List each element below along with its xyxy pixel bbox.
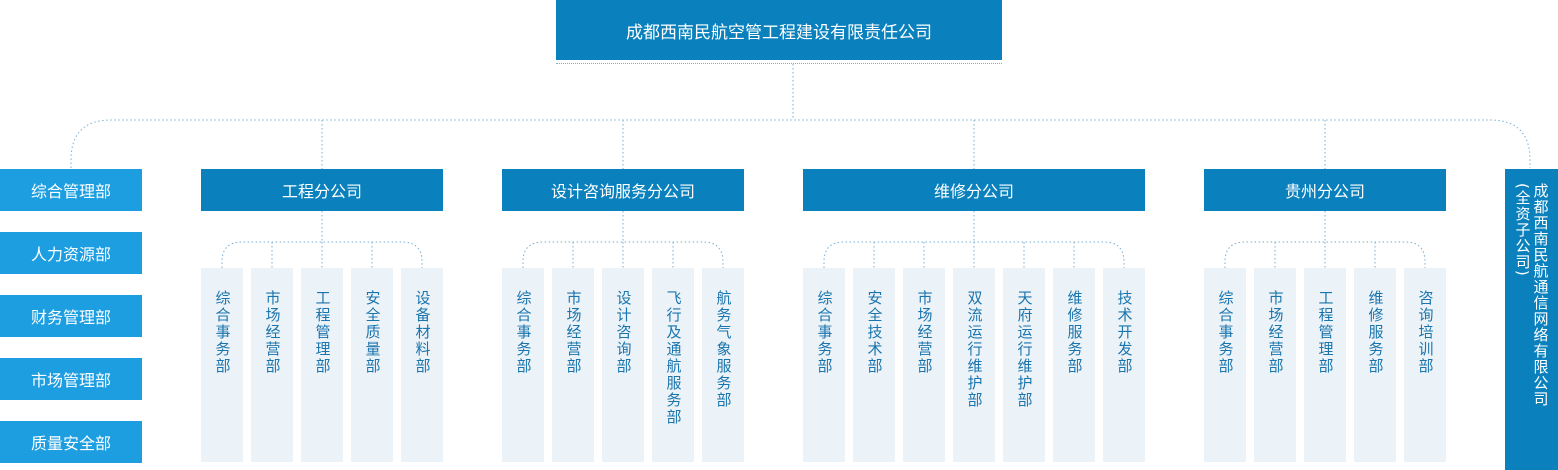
dept-box: 综合事务部 (1204, 268, 1246, 462)
dept-box: 维修服务部 (1354, 268, 1396, 462)
side-dept-label: 综合管理部 (30, 182, 111, 201)
dept-box: 设备材料部 (401, 268, 443, 462)
dept-label: 维修服务部 (1065, 290, 1084, 375)
sub-connector-4 (1224, 211, 1426, 268)
dept-label: 市场经营部 (263, 290, 282, 375)
side-dept-quality: 质量安全部 (0, 421, 142, 463)
dept-label: 综合事务部 (213, 290, 232, 375)
dept-label: 综合事务部 (514, 290, 533, 375)
branch-engineering: 工程分公司 (201, 169, 443, 211)
dept-box: 设计咨询部 (602, 268, 644, 462)
dept-label: 设备材料部 (413, 290, 432, 375)
side-dept-market: 市场管理部 (0, 358, 142, 400)
dept-label: 市场经营部 (915, 290, 934, 375)
dept-box: 工程管理部 (1304, 268, 1346, 462)
dept-label: 市场经营部 (1266, 290, 1285, 375)
dept-label: 天府运行维护部 (1015, 290, 1034, 409)
dept-label: 综合事务部 (815, 290, 834, 375)
dept-box: 综合事务部 (803, 268, 845, 462)
dept-box: 飞行及通航服务部 (652, 268, 694, 462)
dept-label: 市场经营部 (564, 290, 583, 375)
subsidiary-note: (全资子公司) (1513, 183, 1532, 277)
branch-label: 贵州分公司 (1284, 182, 1365, 201)
branch-label: 维修分公司 (933, 182, 1014, 201)
dept-label: 工程管理部 (1316, 290, 1335, 375)
dept-label: 飞行及通航服务部 (664, 290, 683, 426)
dept-box: 市场经营部 (251, 268, 293, 462)
dept-box: 市场经营部 (1254, 268, 1296, 462)
dept-box: 市场经营部 (552, 268, 594, 462)
side-dept-label: 人力资源部 (30, 245, 111, 264)
dept-label: 双流运行维护部 (965, 290, 984, 409)
dept-box: 安全质量部 (351, 268, 393, 462)
branch-guizhou: 贵州分公司 (1204, 169, 1446, 211)
sub-connector-3 (823, 211, 1125, 268)
side-dept-hr: 人力资源部 (0, 232, 142, 274)
branch-design-consulting: 设计咨询服务分公司 (502, 169, 744, 211)
sub-connector-1 (221, 211, 423, 268)
company-title: 成都西南民航空管工程建设有限责任公司 (626, 22, 932, 43)
sub-connector-2 (522, 211, 724, 268)
company-root-box: 成都西南民航空管工程建设有限责任公司 (556, 0, 1002, 60)
dept-box: 安全技术部 (853, 268, 895, 462)
root-underline (556, 63, 1002, 64)
side-dept-label: 财务管理部 (30, 308, 111, 327)
dept-box: 市场经营部 (903, 268, 945, 462)
side-dept-finance: 财务管理部 (0, 295, 142, 337)
side-dept-label: 市场管理部 (30, 371, 111, 390)
dept-box: 维修服务部 (1053, 268, 1095, 462)
dept-box: 咨询培训部 (1404, 268, 1446, 462)
dept-label: 安全质量部 (363, 290, 382, 375)
dept-label: 安全技术部 (865, 290, 884, 375)
dept-box: 综合事务部 (201, 268, 243, 462)
dept-label: 航务气象服务部 (714, 290, 733, 409)
subsidiary-box: 成都西南民航通信网络有限公司 (全资子公司) (1505, 169, 1558, 470)
main-horizontal-connector (70, 119, 1531, 168)
side-dept-label: 质量安全部 (30, 434, 111, 453)
dept-label: 设计咨询部 (614, 290, 633, 375)
dept-box: 天府运行维护部 (1003, 268, 1045, 462)
dept-label: 维修服务部 (1366, 290, 1385, 375)
dept-box: 航务气象服务部 (702, 268, 744, 462)
dept-box: 工程管理部 (301, 268, 343, 462)
dept-box: 双流运行维护部 (953, 268, 995, 462)
branch-maintenance: 维修分公司 (803, 169, 1145, 211)
dept-label: 技术开发部 (1115, 290, 1134, 375)
dept-label: 工程管理部 (313, 290, 332, 375)
side-dept-general: 综合管理部 (0, 169, 142, 211)
dept-label: 综合事务部 (1216, 290, 1235, 375)
branch-label: 工程分公司 (281, 182, 362, 201)
dept-label: 咨询培训部 (1416, 290, 1435, 375)
dept-box: 技术开发部 (1103, 268, 1145, 462)
subsidiary-name: 成都西南民航通信网络有限公司 (1531, 183, 1550, 407)
branch-label: 设计咨询服务分公司 (550, 182, 695, 201)
dept-box: 综合事务部 (502, 268, 544, 462)
